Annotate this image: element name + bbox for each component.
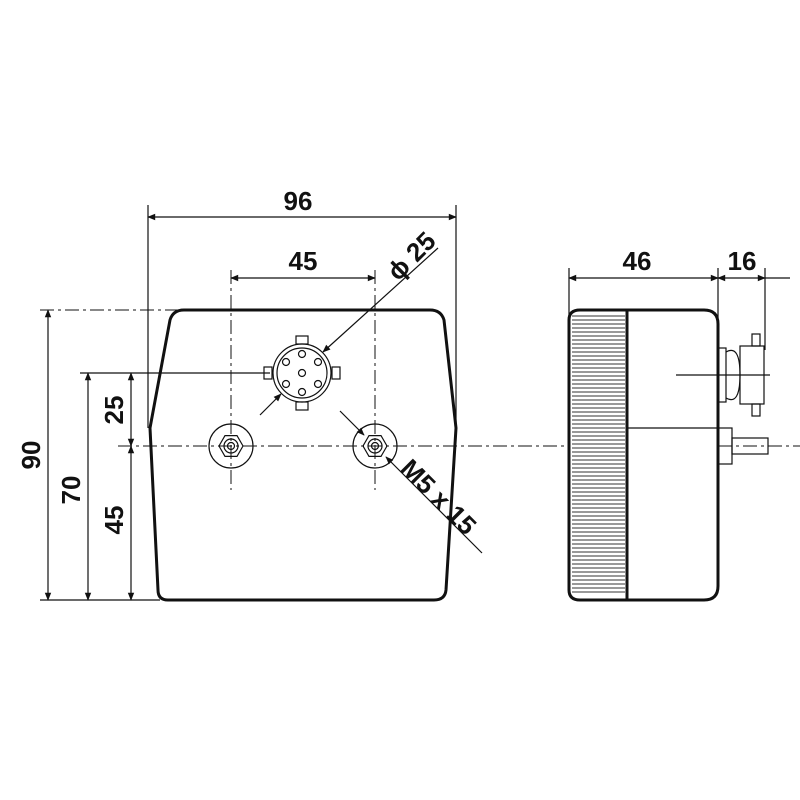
side-housing-outline	[625, 308, 720, 602]
body-depth-dimension-label: 46	[623, 246, 652, 276]
lens-ribs	[572, 315, 625, 593]
hole-spacing-dimension-label: 45	[289, 246, 318, 276]
connector-depth-dimension-label: 16	[728, 246, 757, 276]
height-dimension-label: 90	[16, 441, 46, 470]
hole-height-dimension-label: 45	[99, 506, 129, 535]
front-view: 96 45 ϕ 25 M5 x 15 90 70 25 45	[16, 186, 800, 602]
width-dimension-label: 96	[284, 186, 313, 216]
connector-diameter-leader	[322, 247, 439, 353]
connector-height-dimension-label: 70	[56, 476, 86, 505]
side-mounting-stud	[717, 427, 769, 465]
thread-leader	[385, 456, 483, 554]
right-mounting-stud	[352, 423, 398, 469]
left-mounting-stud	[208, 423, 254, 469]
connector-diameter-label: ϕ 25	[381, 226, 442, 287]
connector-offset-dimension-label: 25	[99, 396, 129, 425]
side-view: 46 16	[567, 246, 790, 602]
front-housing-outline	[148, 308, 458, 602]
